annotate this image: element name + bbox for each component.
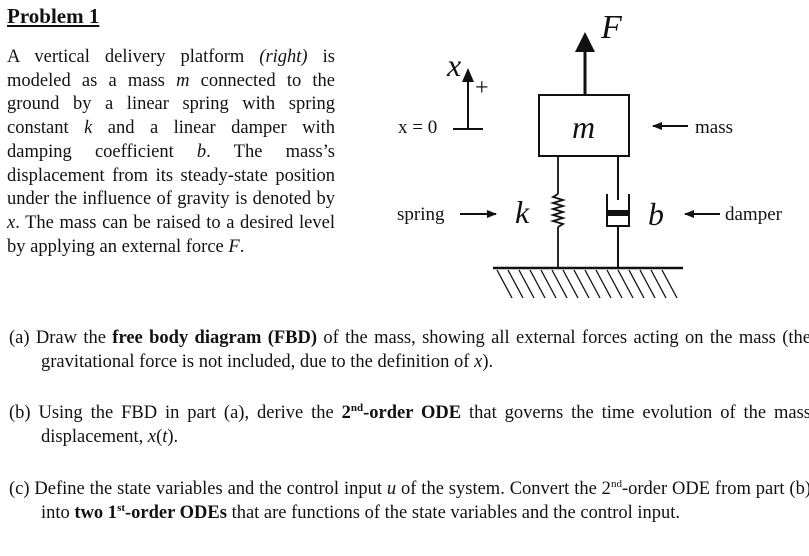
var-x: x [147,427,157,447]
ordinal-superscript: nd [610,477,622,490]
intro-text: connected to the ground by a linear spri… [7,70,335,139]
force-arrow [575,32,595,95]
intro-text: A vertical delivery platform [7,47,260,67]
var-x: x [7,212,16,233]
question-text: ). [167,427,179,447]
ordinal-superscript: nd [350,401,364,414]
question-c: (c) Define the state variables and the c… [9,477,809,525]
spring [549,156,567,268]
problem-statement: A vertical delivery platform (right) is … [7,46,335,259]
emphasis-text: -order ODEs [125,503,227,523]
intro-text: . The mass can be raised to a desired le… [7,212,335,257]
question-text: of the system. Convert the 2 [396,479,611,499]
question-text: -order ODE from part (b) into [41,479,809,523]
question-text: ). [482,352,494,372]
question-text: that governs the time evolution of the m… [41,403,809,447]
question-a: (a) Draw the free body diagram (FBD) of … [9,326,809,374]
emphasis-text: two 1 [74,503,118,523]
question-emphasis: 2nd-order ODE [341,401,462,423]
var-f: F [228,236,240,257]
x-axis-label: x [446,47,461,83]
x-plus-label: + [475,75,489,101]
damper [606,156,630,268]
var-b: b [196,141,207,162]
problem-title: Problem 1 [7,4,100,28]
x-zero-label: x = 0 [398,117,437,138]
x-axis-arrow [453,68,483,130]
ordinal-superscript: st [117,501,126,514]
question-text: that are functions of the state variable… [226,503,681,523]
intro-text: is modeled as a mass [7,47,335,91]
intro-text: and a linear damper with damping coeffic… [7,118,335,162]
force-label: F [600,9,623,46]
mass-label: mass [695,117,733,138]
question-b: (b) Using the FBD in part (a), derive th… [9,401,809,449]
question-emphasis: two 1st-order ODEs [74,501,227,523]
var-x: x [474,352,483,372]
ground [493,266,683,299]
emphasis-text: -order ODE [363,403,462,423]
mass-block [538,94,630,157]
intro-right-note: (right) [259,47,308,67]
intro-text: . The mass’s displacement from its stead… [7,141,335,210]
question-text: (c) Define the state variables and the c… [9,479,387,499]
question-emphasis: free body diagram (FBD) [112,328,318,348]
damper-label: damper [725,204,783,225]
question-text: ( [156,427,163,447]
var-k: k [84,118,93,139]
mass-spring-damper-diagram: F x + x = 0 m mass spring k b damper [397,9,783,299]
emphasis-text: 2 [341,403,351,423]
intro-text: . [239,236,245,257]
spring-label: spring [397,204,445,225]
spring-symbol: k [515,194,530,230]
question-text: (a) Draw the [9,328,113,348]
var-m: m [176,70,190,91]
question-text: (b) Using the FBD in part (a), derive th… [9,403,342,423]
var-u: u [386,479,397,499]
var-t: t [162,427,168,447]
mass-symbol: m [572,109,595,145]
question-text: of the mass, showing all external forces… [41,328,809,372]
damper-symbol: b [648,196,664,232]
